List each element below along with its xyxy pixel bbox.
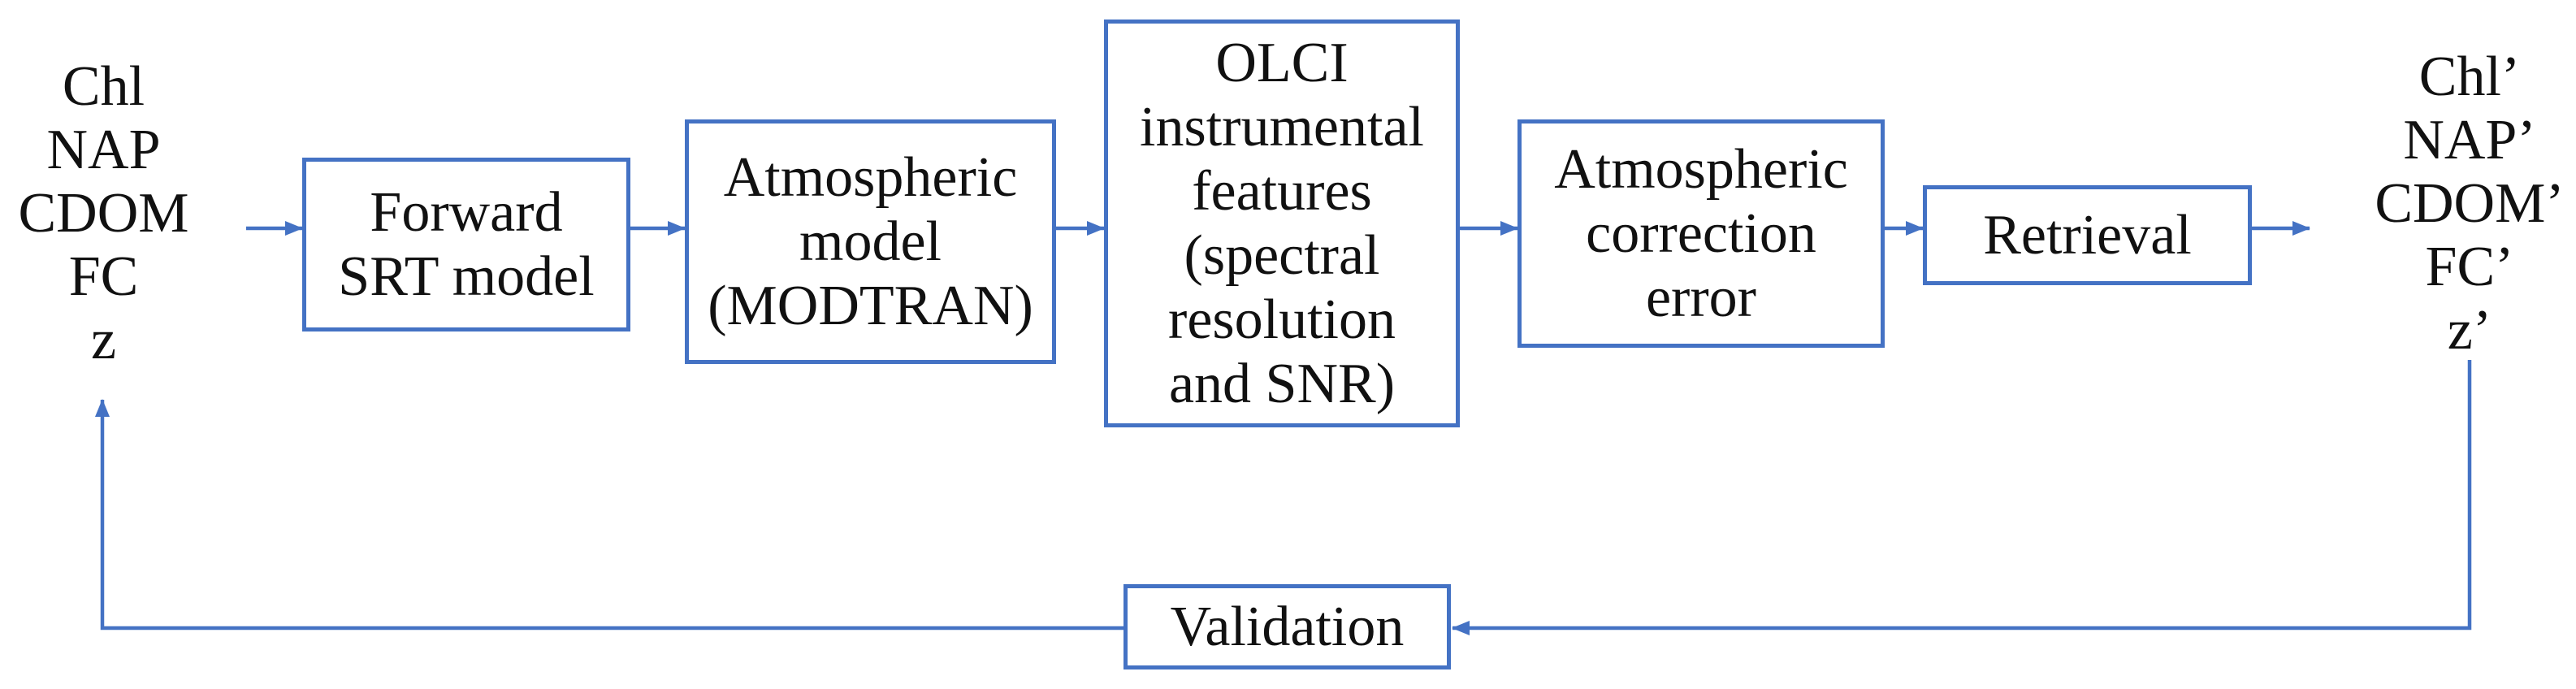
output-variables: Chl’ NAP’ CDOM’ FC’ z’ xyxy=(2360,46,2576,362)
retrieval-box: Retrieval xyxy=(1923,185,2252,285)
output-variable-z: z’ xyxy=(2447,299,2492,362)
output-variable-fc: FC’ xyxy=(2425,236,2514,298)
output-variable-nap: NAP’ xyxy=(2403,109,2536,171)
input-variable-fc: FC xyxy=(68,245,139,308)
feedback-line-validation-to-inputs xyxy=(95,399,1123,630)
output-variable-cdom: CDOM’ xyxy=(2375,172,2565,235)
input-variable-z: z xyxy=(90,309,117,371)
atmospheric-correction-error-box: Atmospheric correction error xyxy=(1517,119,1885,348)
atmospheric-correction-error-label: Atmospheric correction error xyxy=(1554,138,1848,329)
validation-label: Validation xyxy=(1170,596,1405,658)
atmospheric-model-label: Atmospheric model (MODTRAN) xyxy=(708,146,1033,337)
forward-srt-model-box: Forward SRT model xyxy=(302,158,630,332)
feedback-line-outputs-to-validation xyxy=(1452,360,2472,635)
validation-box: Validation xyxy=(1123,584,1451,670)
forward-srt-model-label: Forward SRT model xyxy=(338,181,595,308)
input-variable-cdom: CDOM xyxy=(18,182,189,245)
input-variable-chl: Chl xyxy=(62,55,145,118)
olci-instrumental-features-box: OLCI instrumental features (spectral res… xyxy=(1104,20,1460,427)
output-variable-chl: Chl’ xyxy=(2418,46,2521,108)
olci-instrumental-features-label: OLCI instrumental features (spectral res… xyxy=(1140,32,1424,415)
retrieval-label: Retrieval xyxy=(1983,204,2192,266)
input-variable-nap: NAP xyxy=(46,119,161,181)
atmospheric-model-box: Atmospheric model (MODTRAN) xyxy=(685,119,1056,364)
input-variables: Chl NAP CDOM FC z xyxy=(8,55,199,372)
